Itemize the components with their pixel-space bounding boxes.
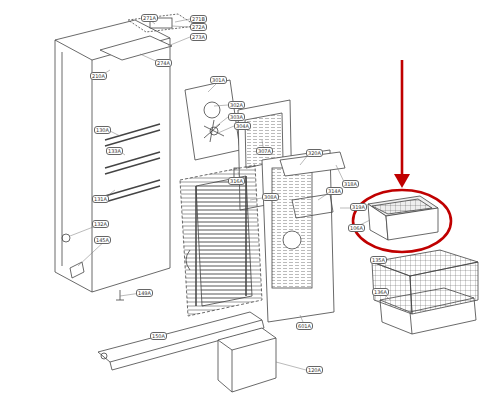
callout-number: 318A	[342, 180, 359, 188]
callout-number: 320A	[306, 149, 323, 157]
callout-number: 149A	[136, 289, 153, 297]
red-arrowhead	[394, 174, 410, 188]
callout-number: 271A	[141, 14, 158, 22]
callout-number: 302A	[228, 101, 245, 109]
callout-number: 272A	[190, 23, 207, 31]
callout-number: 106A	[348, 224, 365, 232]
callout-number: 271B	[190, 15, 207, 23]
callout-number: 601A	[296, 322, 313, 330]
callout-number: 273A	[190, 33, 207, 41]
callout-number: 145A	[94, 236, 111, 244]
callout-number: 303A	[228, 113, 245, 121]
callout-number: 308A	[262, 193, 279, 201]
callout-number: 314A	[326, 187, 343, 195]
callout-number: 301A	[210, 76, 227, 84]
callout-number: 304A	[234, 122, 251, 130]
callout-number: 274A	[155, 59, 172, 67]
callout-number: 135A	[370, 256, 387, 264]
callout-number: 133A	[106, 147, 123, 155]
callout-number: 131A	[92, 195, 109, 203]
callout-number: 150A	[150, 332, 167, 340]
callout-number: 132A	[92, 220, 109, 228]
callout-number: 120A	[306, 366, 323, 374]
callout-number: 316A	[228, 177, 245, 185]
callout-number: 136A	[372, 288, 389, 296]
callout-number: 307A	[256, 147, 273, 155]
callout-number: 210A	[90, 72, 107, 80]
callout-number: 130A	[94, 126, 111, 134]
callout-number: 319A	[350, 203, 367, 211]
